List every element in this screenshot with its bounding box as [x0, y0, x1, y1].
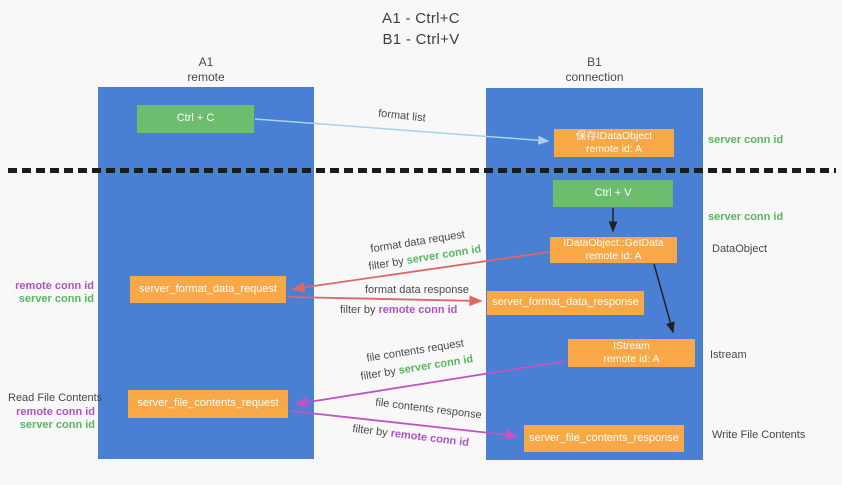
node-istream-line2: remote id: A — [603, 353, 660, 365]
node-idataobject-getdata: IDataObject::GetData remote id: A — [550, 237, 677, 263]
lane-header-b1: B1 connection — [486, 55, 703, 85]
label-server-conn-id-mid-left: server conn id — [18, 292, 94, 305]
lane-a1-name: A1 — [198, 55, 214, 69]
label-remote-conn-id-mid: remote conn id — [15, 280, 94, 292]
node-ctrl-c-label: Ctrl + C — [176, 112, 215, 125]
label-remote-conn-id-bottom: remote conn id — [16, 406, 95, 418]
remote-conn-id-text: remote conn id — [389, 427, 470, 450]
node-server-file-contents-response: server_file_contents_response — [524, 425, 684, 452]
label-filter-by-remote-conn-id-2: filter by remote conn id — [352, 423, 470, 449]
node-save-idataobject-line1: 保存IDataObject — [575, 130, 653, 143]
lane-a1-role: remote — [187, 70, 225, 84]
node-istream: IStream remote id: A — [568, 339, 695, 367]
node-getdata-line2: remote id: A — [585, 250, 642, 262]
label-server-conn-id-mid: server conn id — [708, 211, 784, 223]
node-ctrl-c: Ctrl + C — [137, 105, 254, 133]
node-save-idataobject-line2: remote id: A — [585, 143, 642, 155]
node-file-response-label: server_file_contents_response — [529, 431, 679, 444]
filter-by-text: filter by — [359, 365, 397, 383]
label-server-conn-id-top: server conn id — [708, 134, 784, 146]
node-server-file-contents-request: server_file_contents_request — [128, 390, 288, 418]
node-save-idataobject: 保存IDataObject remote id: A — [554, 129, 674, 157]
node-format-request-label: server_format_data_request — [138, 282, 278, 295]
label-group-conn-ids-mid: remote conn id server conn id — [4, 280, 94, 306]
lane-b1-role: connection — [565, 70, 624, 84]
label-filter-by-remote-conn-id-1: filter by remote conn id — [340, 304, 457, 316]
title-line-2: B1 - Ctrl+V — [382, 31, 460, 48]
label-format-data-response: format data response — [365, 284, 469, 296]
filter-by-text: filter by — [367, 255, 405, 273]
title-line-1: A1 - Ctrl+C — [382, 10, 460, 27]
arrow-format-data-response — [287, 295, 483, 307]
label-dataobject: DataObject — [712, 243, 768, 255]
node-istream-line1: IStream — [613, 340, 650, 353]
label-read-file-contents: Read File Contents — [8, 392, 103, 404]
lane-header-a1: A1 remote — [98, 55, 314, 85]
node-file-request-label: server_file_contents_request — [137, 397, 279, 410]
label-file-contents-response: file contents response — [374, 396, 483, 422]
node-ctrl-v: Ctrl + V — [553, 180, 673, 207]
node-server-format-data-response: server_format_data_response — [487, 291, 644, 315]
phase-divider-dotted-line — [8, 168, 836, 173]
diagram-title: A1 - Ctrl+C B1 - Ctrl+V — [321, 8, 521, 50]
node-getdata-line1: IDataObject::GetData — [563, 237, 664, 250]
label-group-conn-ids-bottom: remote conn id server conn id — [4, 406, 95, 432]
label-istream: Istream — [710, 349, 747, 361]
label-format-list: format list — [377, 107, 427, 125]
node-format-response-label: server_format_data_response — [492, 296, 639, 309]
filter-by-text: filter by — [351, 422, 389, 440]
lane-b1-name: B1 — [587, 55, 602, 69]
remote-conn-id-text: remote conn id — [378, 304, 458, 316]
node-server-format-data-request: server_format_data_request — [130, 276, 286, 303]
filter-by-text: filter by — [340, 304, 376, 316]
node-ctrl-v-label: Ctrl + V — [594, 186, 632, 199]
label-server-conn-id-bottom: server conn id — [19, 418, 95, 431]
label-write-file-contents: Write File Contents — [712, 429, 806, 441]
